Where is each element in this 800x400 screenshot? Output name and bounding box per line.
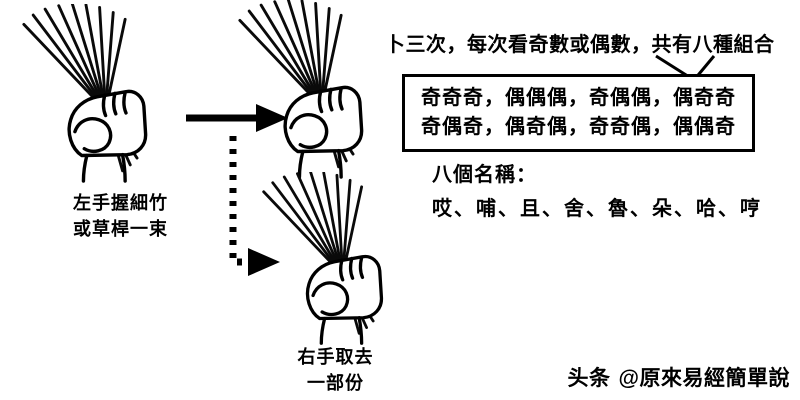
watermark-handle: @原來易經簡單說	[618, 367, 790, 390]
dotted-down-right-arrow	[229, 136, 280, 276]
names-list: 哎、哺、且、舍、魯、朵、哈、哼	[432, 198, 762, 220]
combinations-row1: 奇奇奇，偶偶偶，奇偶偶，偶奇奇	[421, 87, 736, 109]
left-hand-sticks-icon	[22, 4, 148, 183]
watermark-brand: 头条	[567, 367, 611, 390]
names-label: 八個名稱：	[432, 164, 537, 186]
left-bundle-caption: 左手握細竹 或草桿一束	[38, 190, 203, 242]
taken-bundle-caption-line1: 右手取去	[297, 347, 374, 367]
solid-right-arrow	[186, 104, 288, 132]
taken-hand-sticks-icon	[262, 172, 384, 345]
combinations-box: 奇奇奇，偶偶偶，奇偶偶，偶奇奇 奇偶奇，偶奇偶，奇奇偶，偶偶奇	[402, 74, 755, 152]
taken-bundle-caption: 右手取去 一部份	[268, 344, 403, 396]
left-bundle-caption-line2: 或草桿一束	[73, 219, 168, 240]
watermark: 头条 @原來易經簡單說	[568, 362, 790, 392]
callout-text: 卜三次，每次看奇數或偶數，共有八種組合	[385, 34, 775, 56]
divided-hand-sticks-icon	[238, 0, 364, 179]
taken-bundle-caption-line2: 一部份	[307, 373, 364, 394]
left-bundle-caption-line1: 左手握細竹	[73, 193, 168, 213]
combinations-row2: 奇偶奇，偶奇偶，奇奇偶，偶偶奇	[421, 116, 736, 138]
